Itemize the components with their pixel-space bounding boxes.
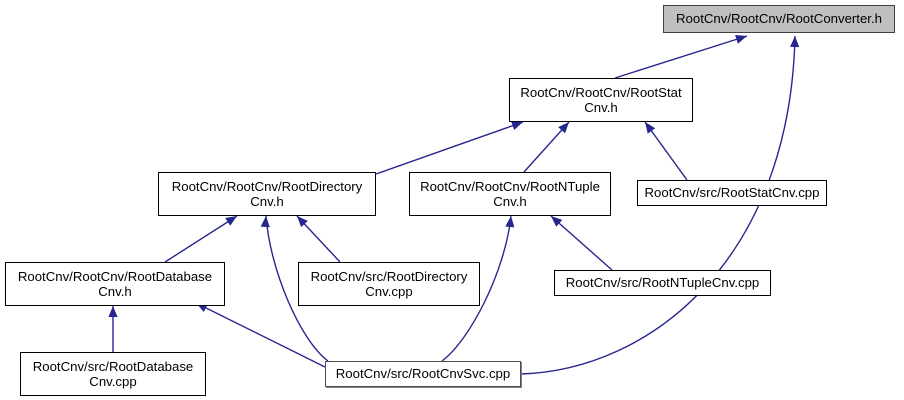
graph-node-rootstatcnv-cpp[interactable]: RootCnv/src/RootStatCnv.cpp [637,180,827,206]
graph-node-label: RootCnv/src/RootDatabase Cnv.cpp [32,358,194,390]
graph-node-rootdirectorycnv-cpp[interactable]: RootCnv/src/RootDirectory Cnv.cpp [298,262,480,306]
graph-edge-arrowhead [108,306,118,317]
graph-edge [523,121,570,173]
graph-node-rootntuplecnv-cpp[interactable]: RootCnv/src/RootNTupleCnv.cpp [554,270,771,296]
graph-node-rootdirectorycnv-h[interactable]: RootCnv/RootCnv/RootDirectory Cnv.h [158,172,376,216]
graph-edge-arrowhead [511,121,523,131]
graph-edge-arrowhead [505,216,515,228]
graph-node-label: RootCnv/RootCnv/RootConverter.h [676,11,882,27]
graph-node-rootcnvsvc-cpp[interactable]: RootCnv/src/RootCnvSvc.cpp [325,361,521,387]
graph-edge-arrowhead [297,216,308,228]
graph-edge [195,302,326,368]
graph-edge [441,215,512,362]
graph-node-label: RootCnv/src/RootCnvSvc.cpp [335,366,511,382]
graph-node-rootdatabasecnv-cpp[interactable]: RootCnv/src/RootDatabase Cnv.cpp [20,352,206,396]
graph-edge-arrowhead [551,216,563,227]
graph-node-label: RootCnv/RootCnv/RootNTuple Cnv.h [420,178,600,210]
graph-node-rootntuplecnv-h[interactable]: RootCnv/RootCnv/RootNTuple Cnv.h [409,172,611,216]
graph-node-label: RootCnv/src/RootDirectory Cnv.cpp [310,268,468,300]
graph-edge-arrowhead [790,36,800,48]
graph-node-rootconverter-h: RootCnv/RootCnv/RootConverter.h [663,5,895,33]
graph-node-rootstatcnv-h[interactable]: RootCnv/RootCnv/RootStat Cnv.h [509,78,693,122]
graph-node-label: RootCnv/src/RootNTupleCnv.cpp [565,275,760,291]
graph-edge [614,35,748,79]
graph-node-label: RootCnv/RootCnv/RootDirectory Cnv.h [171,178,363,210]
graph-edge-arrowhead [260,216,270,228]
graph-edge [265,215,329,362]
graph-edge-arrowhead [225,216,237,226]
graph-edge [375,121,524,175]
graph-edge-arrowhead [558,122,569,134]
graph-edge [550,215,613,271]
graph-edge-arrowhead [735,34,747,44]
graph-node-label: RootCnv/RootCnv/RootDatabase Cnv.h [17,268,213,300]
graph-edge [644,121,688,181]
graph-node-label: RootCnv/RootCnv/RootStat Cnv.h [520,84,682,116]
graph-node-rootdatabasecnv-h[interactable]: RootCnv/RootCnv/RootDatabase Cnv.h [5,262,225,306]
graph-edge [164,215,238,263]
graph-node-label: RootCnv/src/RootStatCnv.cpp [644,185,820,201]
graph-edge-arrowhead [645,122,656,134]
